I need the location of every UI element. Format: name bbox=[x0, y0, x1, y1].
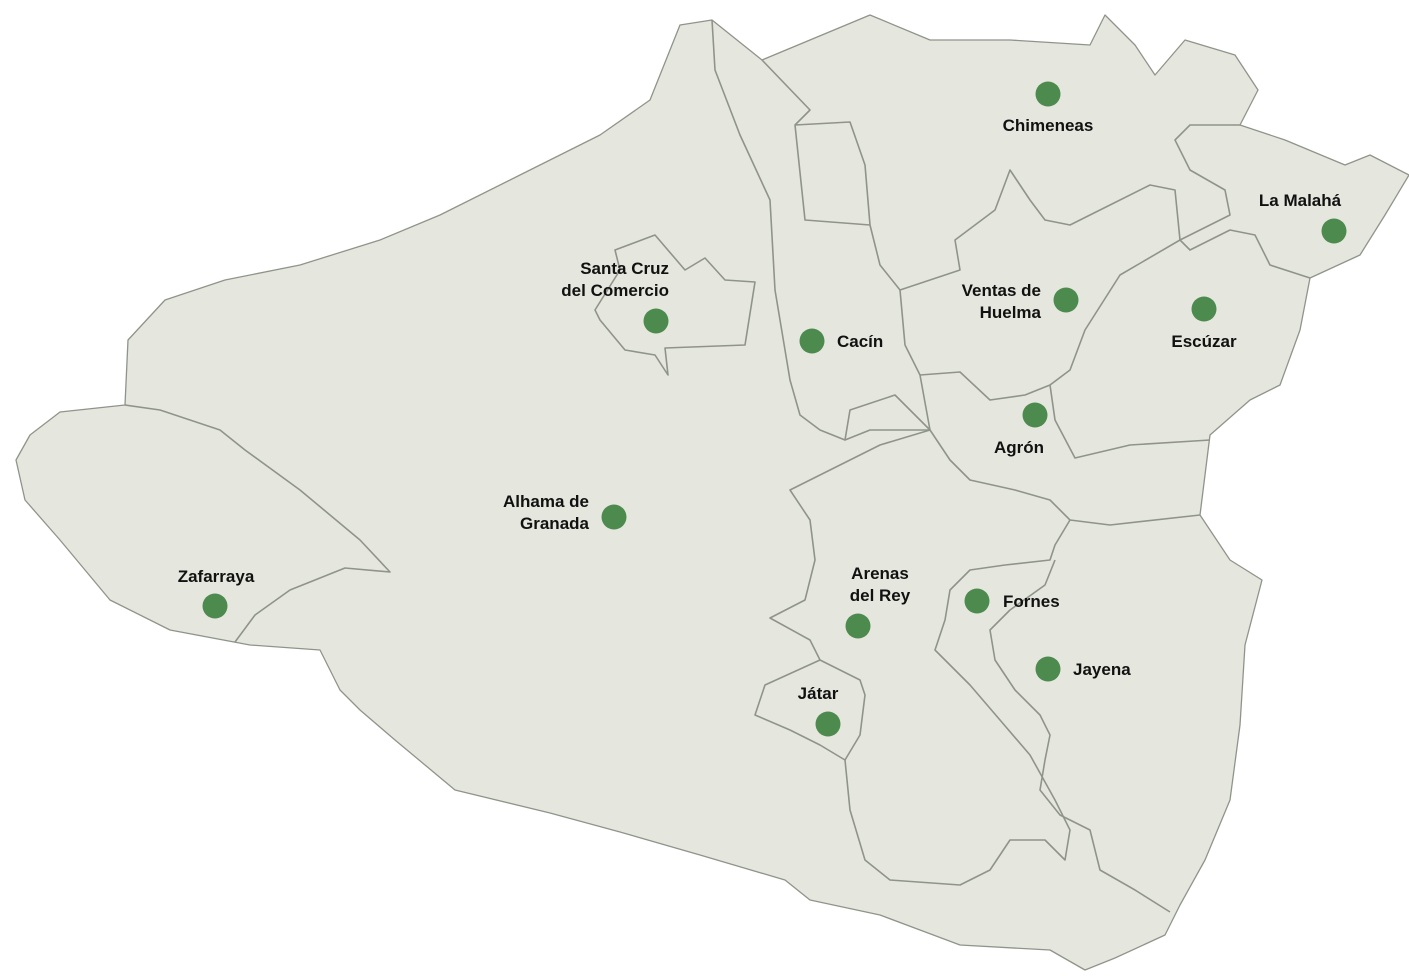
place-label-line: del Rey bbox=[850, 586, 911, 605]
escuzar-boundary bbox=[1049, 384, 1211, 459]
place-label-chimeneas: Chimeneas bbox=[1003, 116, 1094, 135]
municipal-boundaries bbox=[124, 19, 1311, 913]
cacin-boundary bbox=[761, 59, 931, 441]
place-label-line: Chimeneas bbox=[1003, 116, 1094, 135]
place-label-line: Alhama de bbox=[503, 492, 589, 511]
place-label-ventas: Ventas de Huelma bbox=[962, 281, 1042, 322]
place-alhama: Alhama de Granada bbox=[503, 492, 627, 533]
place-marker-jatar bbox=[815, 711, 841, 737]
fornes-boundary bbox=[989, 559, 1171, 913]
place-marker-chimeneas bbox=[1035, 81, 1061, 107]
place-label-line: La Malahá bbox=[1259, 191, 1342, 210]
place-label-line: del Comercio bbox=[561, 281, 669, 300]
place-chimeneas: Chimeneas bbox=[1003, 81, 1094, 135]
jatar-boundary bbox=[754, 659, 866, 761]
chimeneas-boundary bbox=[899, 124, 1240, 291]
place-label-line: Jayena bbox=[1073, 660, 1131, 679]
zafarraya-boundary bbox=[124, 404, 391, 643]
place-marker-arenas bbox=[845, 613, 871, 639]
place-label-zafarraya: Zafarraya bbox=[178, 567, 255, 586]
place-marker-ventas bbox=[1053, 287, 1079, 313]
place-escuzar: Escúzar bbox=[1171, 296, 1237, 351]
place-la-malaha: La Malahá bbox=[1259, 191, 1347, 244]
place-cacin: Cacín bbox=[799, 328, 883, 354]
place-label-alhama: Alhama de Granada bbox=[503, 492, 590, 533]
place-label-jatar: Játar bbox=[798, 684, 839, 703]
place-label-line: Zafarraya bbox=[178, 567, 255, 586]
place-ventas: Ventas de Huelma bbox=[962, 281, 1079, 322]
place-label-arenas: Arenas del Rey bbox=[850, 564, 911, 605]
place-jatar: Játar bbox=[798, 684, 841, 737]
place-jayena: Jayena bbox=[1035, 656, 1131, 682]
place-marker-jayena bbox=[1035, 656, 1061, 682]
place-zafarraya: Zafarraya bbox=[178, 567, 255, 619]
agron-boundary bbox=[929, 429, 1201, 526]
place-marker-zafarraya bbox=[202, 593, 228, 619]
arenas-boundary bbox=[769, 429, 931, 661]
place-label-line: Arenas bbox=[851, 564, 909, 583]
territory-outline bbox=[15, 14, 1409, 971]
place-label-line: Agrón bbox=[994, 438, 1044, 457]
place-marker-cacin bbox=[799, 328, 825, 354]
place-marker-fornes bbox=[964, 588, 990, 614]
place-fornes: Fornes bbox=[964, 588, 1060, 614]
place-label-line: Fornes bbox=[1003, 592, 1060, 611]
place-label-line: Játar bbox=[798, 684, 839, 703]
place-marker-alhama bbox=[601, 504, 627, 530]
place-label-line: Escúzar bbox=[1171, 332, 1237, 351]
place-label-line: Santa Cruz bbox=[580, 259, 669, 278]
west-column-boundary bbox=[711, 19, 846, 441]
place-arenas: Arenas del Rey bbox=[845, 564, 911, 639]
place-label-line: Ventas de bbox=[962, 281, 1041, 300]
place-agron: Agrón bbox=[994, 402, 1048, 457]
place-marker-santa-cruz bbox=[643, 308, 669, 334]
place-marker-escuzar bbox=[1191, 296, 1217, 322]
place-label-escuzar: Escúzar bbox=[1171, 332, 1237, 351]
place-label-la-malaha: La Malahá bbox=[1259, 191, 1342, 210]
place-label-line: Huelma bbox=[980, 303, 1042, 322]
place-label-line: Cacín bbox=[837, 332, 883, 351]
place-label-cacin: Cacín bbox=[837, 332, 883, 351]
place-label-line: Granada bbox=[520, 514, 590, 533]
santa-cruz-boundary bbox=[594, 234, 756, 376]
place-label-santa-cruz: Santa Cruz del Comercio bbox=[561, 259, 669, 300]
place-marker-agron bbox=[1022, 402, 1048, 428]
place-santa-cruz: Santa Cruz del Comercio bbox=[561, 259, 669, 334]
place-label-jayena: Jayena bbox=[1073, 660, 1131, 679]
la-malaha-boundary bbox=[1179, 229, 1311, 279]
place-label-agron: Agrón bbox=[994, 438, 1044, 457]
place-label-fornes: Fornes bbox=[1003, 592, 1060, 611]
place-marker-la-malaha bbox=[1321, 218, 1347, 244]
cacin-north-boundary bbox=[794, 121, 871, 226]
